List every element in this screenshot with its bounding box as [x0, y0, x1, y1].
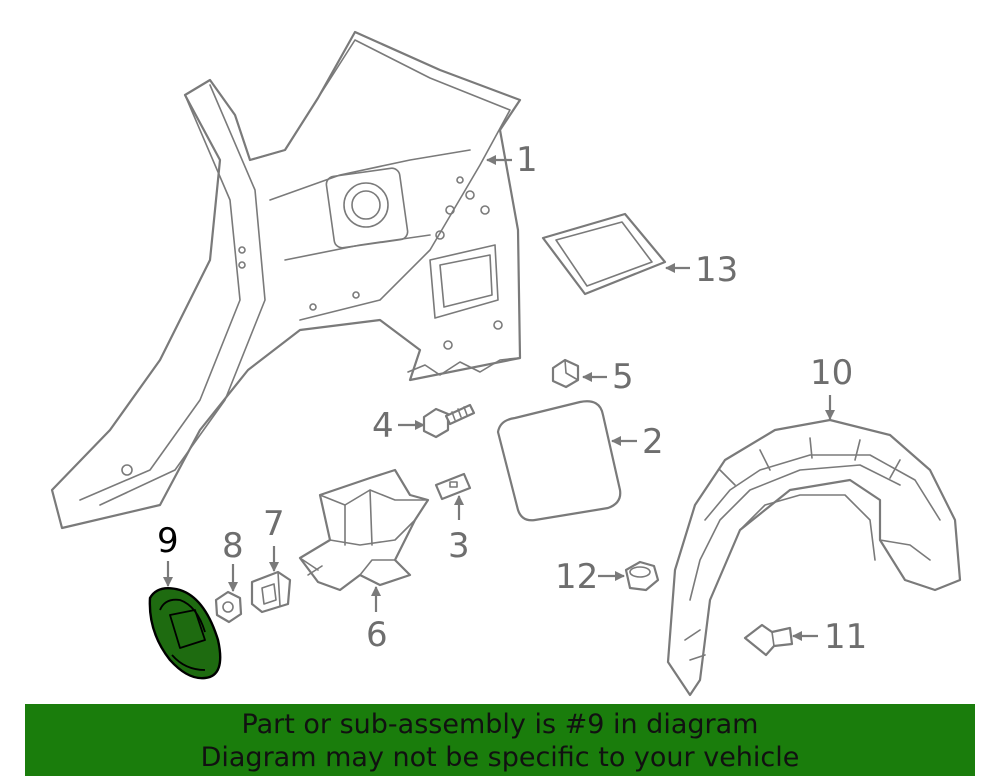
info-banner: Part or sub-assembly is #9 in diagram Di… [25, 704, 975, 776]
callout-4: 4 [372, 406, 394, 446]
callout-1: 1 [516, 140, 538, 180]
push-clip-part-11[interactable] [743, 623, 794, 657]
callout-9: 9 [157, 521, 179, 561]
banner-line-1: Part or sub-assembly is #9 in diagram [241, 709, 759, 740]
clip-part-3[interactable] [434, 472, 472, 501]
nut-part-8[interactable] [214, 590, 243, 624]
callout-10: 10 [810, 353, 853, 393]
highlighted-part-9[interactable] [148, 587, 222, 680]
nut-part-5[interactable] [551, 358, 580, 389]
clip-part-12[interactable] [624, 560, 660, 592]
banner-line-2: Diagram may not be specific to your vehi… [200, 742, 800, 773]
parts-diagram: 1 13 5 4 2 3 6 7 8 9 12 11 10 [50, 30, 962, 697]
pad-part-13[interactable] [541, 212, 667, 296]
bolt-part-4[interactable] [422, 403, 476, 439]
callout-13: 13 [695, 250, 738, 290]
grommet-part-7[interactable] [250, 570, 292, 614]
callout-3: 3 [448, 526, 470, 566]
quarter-panel-part-1[interactable] [50, 30, 522, 530]
callout-12: 12 [555, 557, 598, 597]
callout-8: 8 [222, 526, 244, 566]
fuel-door-part-2[interactable] [496, 400, 622, 522]
callout-2: 2 [642, 422, 664, 462]
callout-6: 6 [366, 615, 388, 655]
callout-11: 11 [824, 617, 867, 657]
callout-5: 5 [612, 357, 634, 397]
housing-part-6[interactable] [298, 468, 430, 592]
callout-7: 7 [263, 504, 285, 544]
wheel-liner-part-10[interactable] [666, 418, 962, 697]
